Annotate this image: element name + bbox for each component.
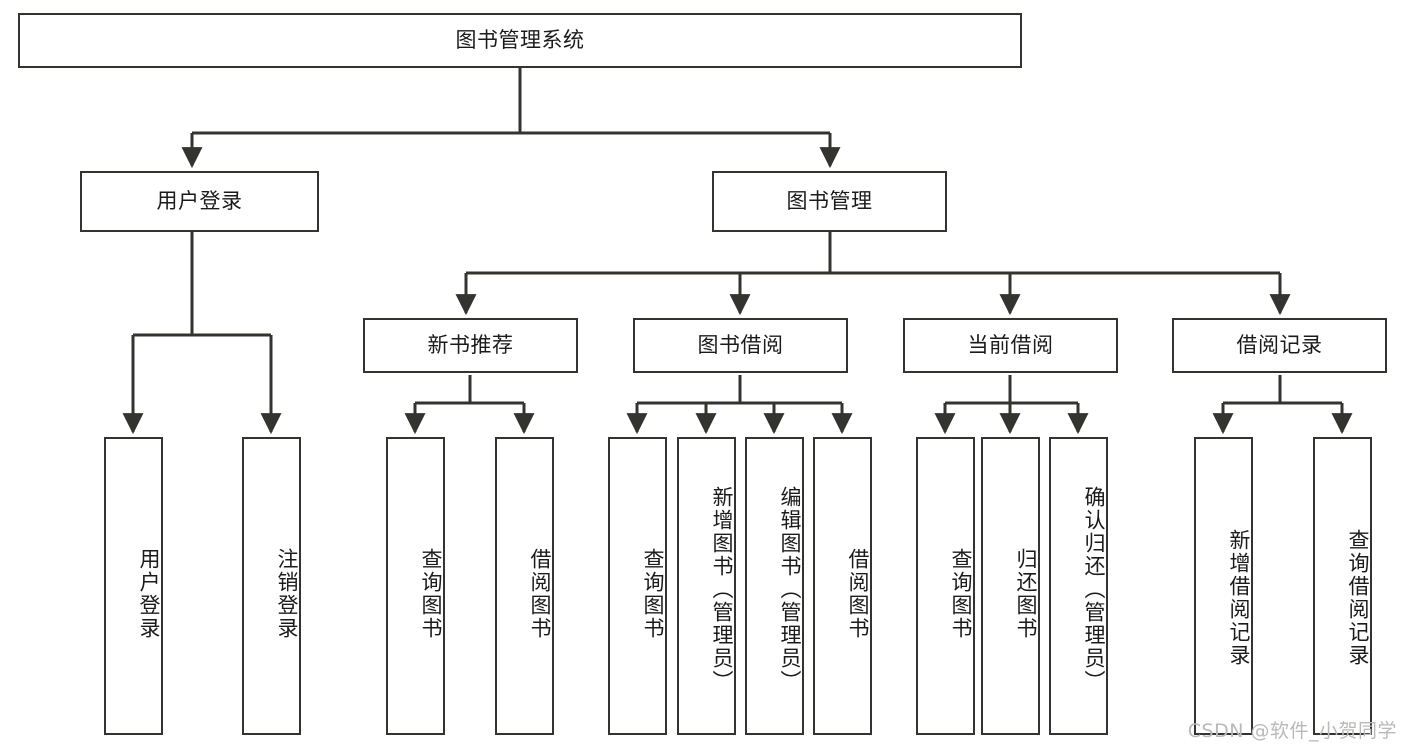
node-book-borrow-label: 图书借阅 (697, 332, 784, 357)
node-new-book-recommend-label: 新书推荐 (427, 332, 514, 357)
node-borrow-record-label: 借阅记录 (1236, 332, 1323, 357)
node-borrow-record[interactable]: 借阅记录 (1172, 318, 1387, 373)
node-leaf-query-record[interactable]: 查询借阅记录 (1313, 437, 1372, 735)
node-leaf-borrow-book-2-label: 借阅图书 (846, 548, 870, 640)
node-leaf-add-record-label: 新增借阅记录 (1227, 529, 1251, 667)
node-current-borrow[interactable]: 当前借阅 (903, 318, 1118, 373)
node-leaf-user-login[interactable]: 用户登录 (104, 437, 163, 735)
node-leaf-borrow-book-1[interactable]: 借阅图书 (495, 437, 554, 735)
watermark-text: CSDN @软件_小贺同学 (1187, 720, 1397, 742)
node-leaf-edit-book[interactable]: 编辑图书（管理员） (745, 437, 804, 735)
node-leaf-add-record[interactable]: 新增借阅记录 (1194, 437, 1253, 735)
node-leaf-add-book[interactable]: 新增图书（管理员） (677, 437, 736, 735)
node-leaf-borrow-book-2[interactable]: 借阅图书 (813, 437, 872, 735)
node-root-label: 图书管理系统 (455, 27, 585, 52)
node-user-login-label: 用户登录 (156, 188, 243, 213)
node-leaf-query-book-2-label: 查询图书 (641, 548, 665, 640)
node-leaf-add-book-label: 新增图书（管理员） (710, 485, 734, 693)
node-leaf-borrow-book-1-label: 借阅图书 (528, 548, 552, 640)
node-leaf-user-login-label: 用户登录 (137, 548, 161, 640)
node-book-borrow[interactable]: 图书借阅 (633, 318, 848, 373)
node-leaf-query-book-2[interactable]: 查询图书 (608, 437, 667, 735)
node-book-management[interactable]: 图书管理 (712, 171, 947, 232)
node-leaf-logout-login[interactable]: 注销登录 (242, 437, 301, 735)
node-leaf-query-book-1-label: 查询图书 (419, 548, 443, 640)
node-root[interactable]: 图书管理系统 (18, 13, 1022, 68)
node-leaf-query-book-1[interactable]: 查询图书 (386, 437, 445, 735)
node-current-borrow-label: 当前借阅 (967, 332, 1054, 357)
node-new-book-recommend[interactable]: 新书推荐 (363, 318, 578, 373)
node-leaf-logout-login-label: 注销登录 (275, 548, 299, 640)
node-book-management-label: 图书管理 (786, 188, 873, 213)
node-leaf-query-book-3-label: 查询图书 (949, 548, 973, 640)
node-leaf-return-book[interactable]: 归还图书 (981, 437, 1040, 735)
node-user-login[interactable]: 用户登录 (80, 171, 319, 232)
node-leaf-query-book-3[interactable]: 查询图书 (916, 437, 975, 735)
node-leaf-edit-book-label: 编辑图书（管理员） (778, 485, 802, 693)
node-leaf-query-record-label: 查询借阅记录 (1346, 529, 1370, 667)
node-leaf-return-book-label: 归还图书 (1014, 548, 1038, 640)
node-leaf-confirm-return-label: 确认归还（管理员） (1082, 485, 1106, 693)
node-leaf-confirm-return[interactable]: 确认归还（管理员） (1049, 437, 1108, 735)
